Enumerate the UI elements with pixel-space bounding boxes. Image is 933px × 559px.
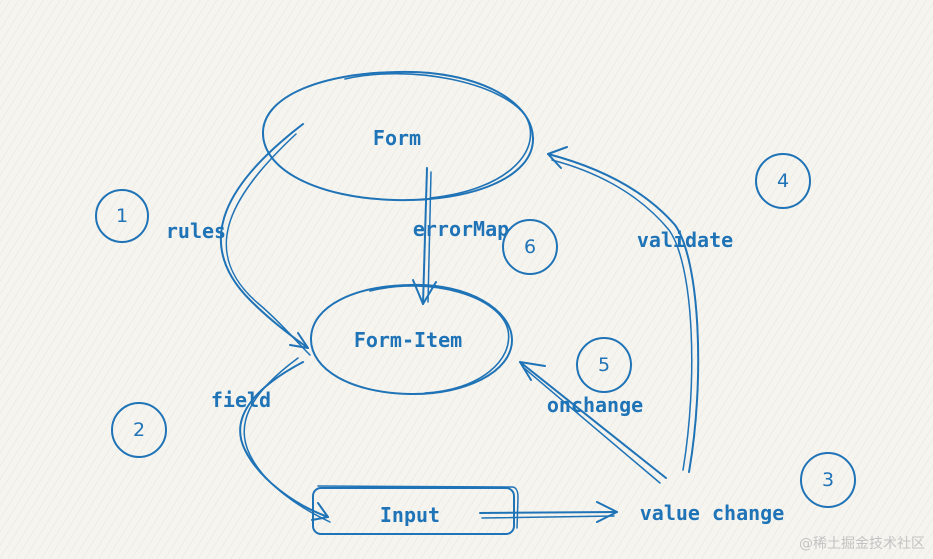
step-3-circle	[800, 452, 856, 508]
validate-label: validate	[636, 228, 734, 252]
input-box-overdraw	[317, 485, 519, 529]
step-1-circle	[95, 189, 149, 243]
step-2-number: 2	[132, 419, 146, 441]
field-label: field	[210, 388, 272, 412]
step-3-number: 3	[821, 469, 835, 491]
step-1-number: 1	[115, 205, 129, 227]
step-5-circle	[576, 337, 632, 393]
form-item-ellipse	[309, 283, 513, 396]
step-4-number: 4	[776, 170, 790, 192]
input-node-label: Input	[379, 503, 441, 527]
form-item-ellipse-overdraw	[369, 285, 510, 394]
error-map-arrow	[422, 167, 428, 305]
step-4-circle	[755, 153, 811, 209]
step-5-number: 5	[597, 354, 611, 376]
form-node-label: Form	[372, 126, 422, 150]
value-change-label: value change	[639, 501, 785, 525]
step-2-circle	[111, 402, 167, 458]
value-change-arrow	[479, 511, 618, 514]
error-map-label: errorMap	[412, 217, 510, 241]
form-ellipse-overdraw	[344, 72, 532, 199]
validate-arrow	[547, 153, 700, 473]
form-item-node-label: Form-Item	[353, 328, 463, 352]
onchange-label: onchange	[546, 393, 644, 417]
step-6-number: 6	[523, 236, 537, 258]
rules-label: rules	[165, 219, 227, 243]
watermark: @稀土掘金技术社区	[799, 536, 925, 552]
rules-arrow	[220, 123, 309, 349]
onchange-arrow	[519, 361, 667, 479]
step-6-circle	[502, 219, 558, 275]
